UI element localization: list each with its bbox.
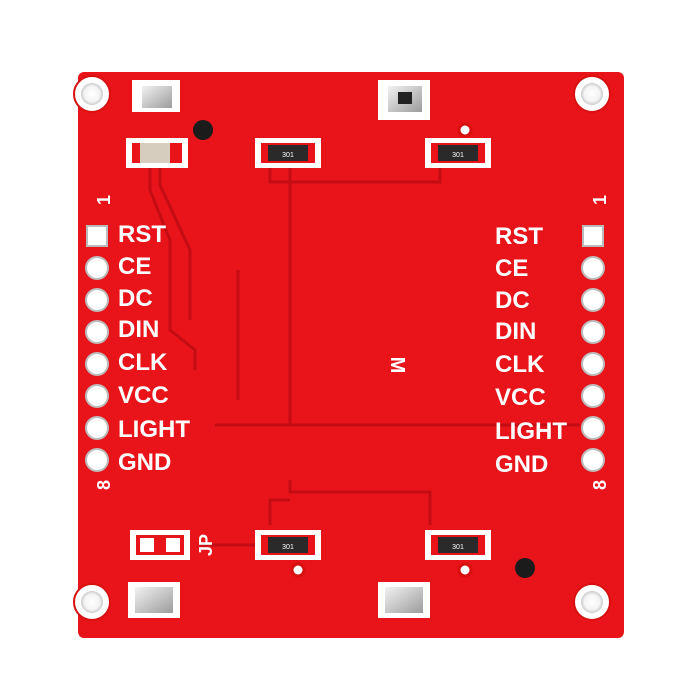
- right-pin-label: LIGHT: [495, 418, 567, 445]
- resistor-code: 301: [282, 544, 294, 551]
- jumper-label: JP: [196, 534, 216, 556]
- bottom-components: JP 301 301: [128, 530, 535, 618]
- right-pin-label: CLK: [495, 351, 545, 378]
- pcb-board: [78, 72, 624, 638]
- left-pin-label: VCC: [118, 382, 169, 409]
- left-pin-label: CLK: [118, 349, 168, 376]
- left-pin-label: RST: [118, 221, 166, 248]
- right-pin-label: DC: [495, 287, 530, 314]
- mounting-holes: [73, 75, 611, 621]
- copper-traces: [148, 160, 580, 547]
- left-pin-label: DIN: [118, 316, 159, 343]
- left-pin-label: GND: [118, 449, 171, 476]
- left-pin-label: DC: [118, 285, 153, 312]
- right-pin-first-label: 1: [590, 195, 610, 205]
- left-pin-label: LIGHT: [118, 416, 190, 443]
- left-pin-last-label: 8: [94, 480, 114, 490]
- resistor-code: 301: [452, 152, 464, 159]
- right-pin-label: GND: [495, 451, 548, 478]
- right-pin-label: CE: [495, 255, 528, 282]
- left-header: 1 8 RST CE DC DIN CLK VCC LIGHT GND: [85, 195, 190, 490]
- top-components: 301 301: [126, 80, 491, 168]
- right-pin-last-label: 8: [590, 480, 610, 490]
- left-pin-first-label: 1: [94, 195, 114, 205]
- right-pin-label: DIN: [495, 318, 536, 345]
- resistor-code: 301: [452, 544, 464, 551]
- resistor-code: 301: [282, 152, 294, 159]
- right-pin-label: RST: [495, 223, 543, 250]
- right-pin-label: VCC: [495, 384, 546, 411]
- center-mark: M: [386, 357, 408, 374]
- left-pin-label: CE: [118, 253, 151, 280]
- right-header: 1 8 RST CE DC DIN CLK VCC LIGHT GND: [495, 195, 610, 490]
